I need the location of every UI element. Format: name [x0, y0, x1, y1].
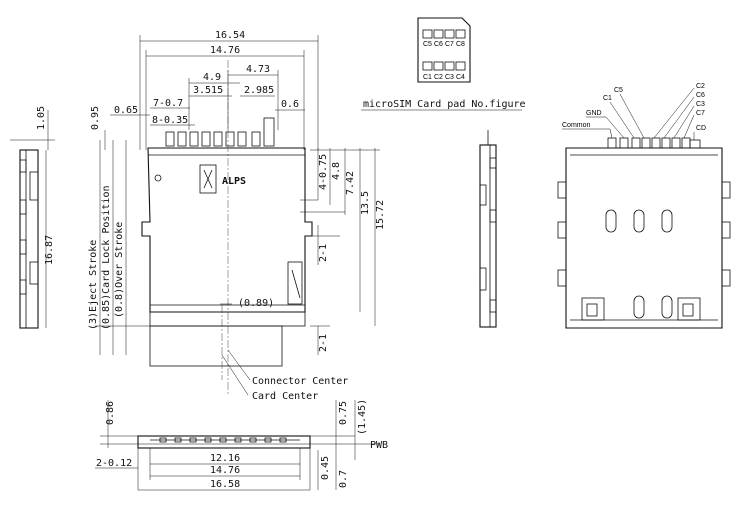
card-lock-label: (0.85)Card Lock Position: [101, 186, 112, 331]
pad-c1: C1: [423, 74, 432, 81]
dim-front-width-b: 14.76: [210, 465, 240, 476]
dim-front-width-a: 12.16: [210, 453, 240, 464]
right-side-view: [479, 130, 497, 328]
locator-hole: [154, 174, 162, 182]
pad-c3: C3: [445, 74, 454, 81]
dim-pitch-e: 7-0.7: [153, 98, 183, 109]
dim-pitch-b: 4.9: [203, 72, 221, 83]
pin-label-cd: CD: [696, 125, 706, 132]
top-view-body: [141, 147, 313, 313]
pad-c8: C8: [456, 41, 465, 48]
pin-label-c5: C5: [614, 87, 623, 94]
dim-front-right-b: (1.45): [357, 399, 368, 435]
dim-right-c: 7.42: [345, 171, 356, 195]
eject-stroke-label: (3)Eject Stroke: [88, 240, 99, 330]
dim-right-g: 2-1: [318, 334, 329, 352]
pin-label-c1: C1: [603, 95, 612, 102]
dim-offset-right: 0.6: [281, 99, 299, 110]
dim-front-right-c: 0.45: [320, 456, 331, 480]
pin-label-c3: C3: [696, 101, 705, 108]
pin-label-gnd: GND: [586, 110, 602, 117]
dim-side-top: 1.05: [36, 106, 47, 130]
dim-pitch-d: 2.985: [244, 85, 274, 96]
over-stroke-label: (0.8)Over Stroke: [114, 222, 125, 318]
pin-view-body: [565, 147, 723, 329]
pad-c7: C7: [445, 41, 454, 48]
pin-view: Common GND C1 C5 C2 C6 C3 C7 CD: [557, 83, 731, 329]
dim-right-f: 2-1: [318, 244, 329, 262]
connector-center-label: Connector Center: [252, 376, 348, 387]
dim-right-a: 4-0.75: [318, 154, 329, 190]
dim-front-right-d: 0.7: [338, 470, 349, 488]
dim-side-length: 16.87: [44, 235, 55, 265]
dim-height-left: 0.95: [90, 106, 101, 130]
logo-mark: [199, 164, 217, 194]
card-center-label: Card Center: [252, 391, 318, 402]
dim-inner-offset: (0.89): [238, 298, 274, 309]
dim-front-right-a: 0.75: [338, 401, 349, 425]
contact-pins: [165, 117, 275, 147]
pin-label-c6: C6: [696, 92, 705, 99]
pad-c2: C2: [434, 74, 443, 81]
front-view: 0.86 0.75 (1.45) PWB 0.45 0.7 12.16 14.7…: [95, 399, 388, 491]
dim-right-b: 4.8: [331, 162, 342, 180]
pad-c6: C6: [434, 41, 443, 48]
dim-right-e: 15.72: [375, 200, 386, 230]
pin-label-c7: C7: [696, 110, 705, 117]
dim-right-d: 13.5: [360, 191, 371, 215]
pwb-label: PWB: [370, 440, 388, 451]
brand-label: ALPS: [222, 176, 246, 187]
dim-front-height: 0.86: [105, 401, 116, 425]
left-side-view: 1.05 16.87: [10, 106, 55, 329]
dim-pitch-c: 3.515: [193, 85, 223, 96]
pin-label-common: Common: [562, 122, 591, 129]
top-view: 16.54 14.76 4.73 4.9 3.515 2.985 7-0.7 0…: [88, 30, 386, 402]
dim-overall-width: 16.54: [215, 30, 245, 41]
sim-pad-caption: microSIM Card pad No.figure: [363, 99, 526, 110]
dim-pitch-a: 4.73: [246, 64, 270, 75]
pin-label-c2: C2: [696, 83, 705, 90]
dim-pitch-f: 8-0.35: [152, 115, 188, 126]
pad-c4: C4: [456, 74, 465, 81]
dim-card-width: 14.76: [210, 45, 240, 56]
sim-pad-figure: C5 C6 C7 C8 C1 C2 C3 C4 microSIM Card pa…: [361, 17, 526, 111]
dim-offset-left: 0.65: [114, 105, 138, 116]
dim-front-width-c: 16.58: [210, 479, 240, 490]
front-view-body: [137, 435, 311, 449]
dim-front-left-pitch: 2-0.12: [96, 458, 132, 469]
pad-c5: C5: [423, 41, 432, 48]
